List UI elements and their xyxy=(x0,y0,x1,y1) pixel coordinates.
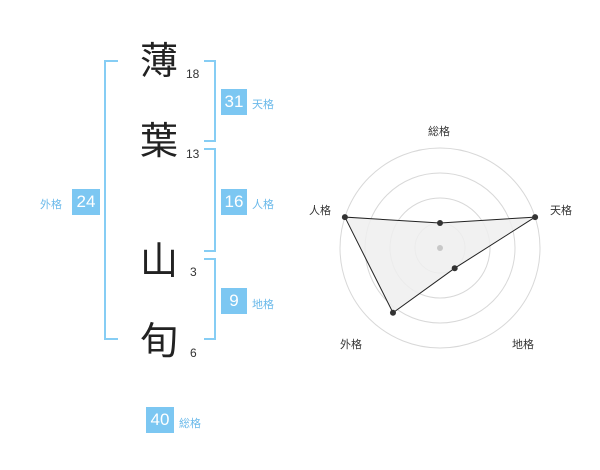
name-char-3: 山 xyxy=(140,239,179,283)
jinkaku-badge: 16 xyxy=(221,189,247,215)
jinkaku-bracket xyxy=(204,148,216,252)
radar-point-chikaku xyxy=(451,265,458,272)
chikaku-bracket xyxy=(204,258,216,340)
radar-polygon xyxy=(344,216,536,314)
radar-center-dot xyxy=(437,245,443,251)
soukaku-label: 総格 xyxy=(179,417,201,430)
radar-axis-label-gaikaku: 外格 xyxy=(340,338,362,351)
name-char-1: 薄 xyxy=(140,39,179,83)
name-char-2: 葉 xyxy=(140,119,179,163)
radar-dots xyxy=(341,214,539,316)
radar-axis-label-tenkaku: 天格 xyxy=(550,204,572,217)
chikaku-label: 地格 xyxy=(252,298,274,311)
radar-ring xyxy=(339,147,541,349)
gaikaku-label: 外格 xyxy=(40,198,62,211)
tenkaku-badge: 31 xyxy=(221,89,247,115)
radar-axis-label-chikaku: 地格 xyxy=(512,338,534,351)
name-char-4: 旬 xyxy=(140,319,179,363)
stroke-count-1: 18 xyxy=(186,67,200,81)
gaikaku-badge: 24 xyxy=(72,189,100,215)
chikaku-badge: 9 xyxy=(221,288,247,314)
radar-axis-label-soukaku: 総格 xyxy=(428,125,450,138)
soukaku-badge: 40 xyxy=(146,407,174,433)
radar-axis-label-jinkaku: 人格 xyxy=(309,204,331,217)
jinkaku-label: 人格 xyxy=(252,198,274,211)
stroke-count-3: 3 xyxy=(190,265,197,279)
stroke-count-2: 13 xyxy=(186,147,200,161)
tenkaku-bracket xyxy=(204,60,216,142)
stroke-count-4: 6 xyxy=(190,346,197,360)
gaikaku-bracket xyxy=(104,60,118,340)
tenkaku-label: 天格 xyxy=(252,98,274,111)
radar-point-gaikaku xyxy=(389,309,396,316)
radar-point-tenkaku xyxy=(532,214,539,221)
radar-point-soukaku xyxy=(437,220,443,226)
radar-point-jinkaku xyxy=(341,214,348,221)
